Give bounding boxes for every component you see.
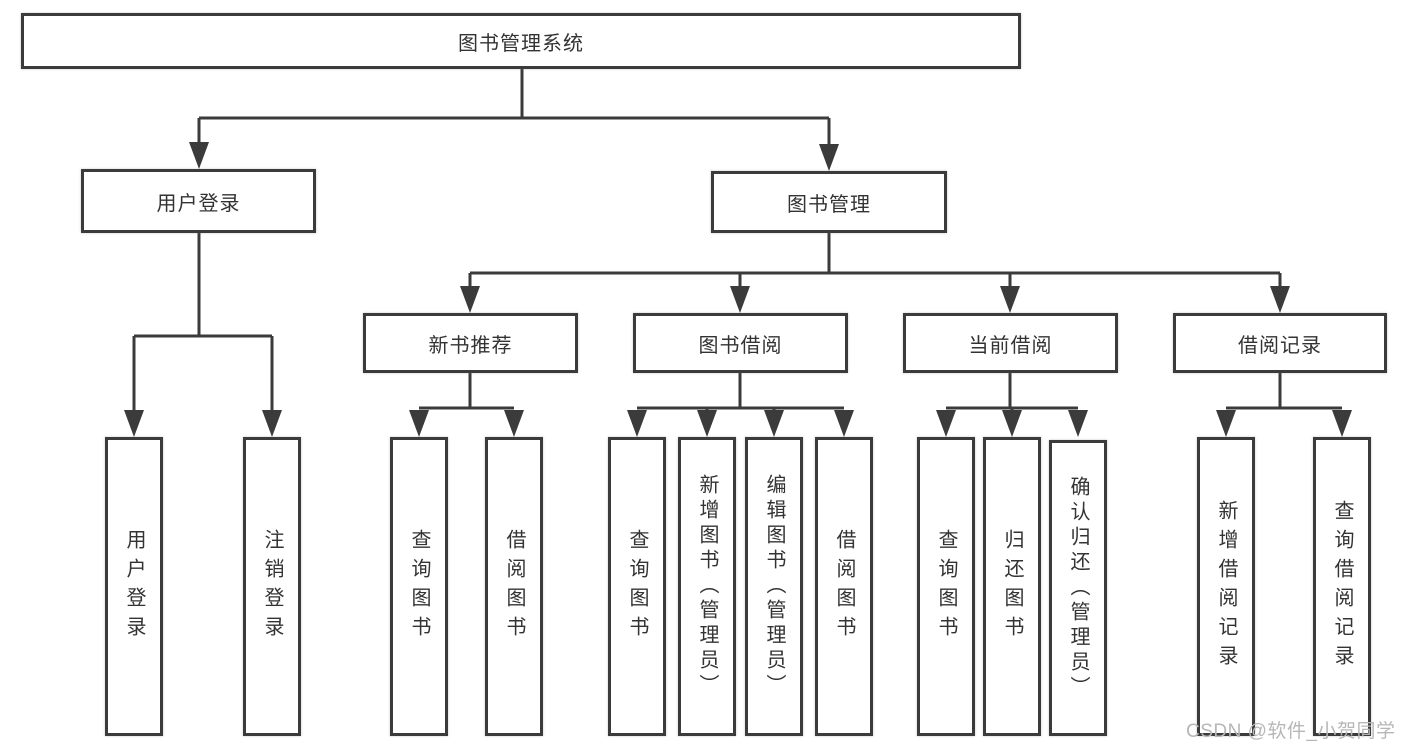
node-logout: 注销登录 xyxy=(243,437,301,736)
node-query-books-3: 查询图书 xyxy=(917,437,975,736)
arrowheads xyxy=(124,142,1352,437)
node-book-borrowing: 图书借阅 xyxy=(633,313,848,373)
node-query-books-2: 查询图书 xyxy=(608,437,666,736)
node-user-login-branch: 用户登录 xyxy=(81,169,316,233)
node-add-book-admin: 新增图书（管理员） xyxy=(678,437,736,736)
node-current-borrowing: 当前借阅 xyxy=(903,313,1118,373)
node-borrow-books-1: 借阅图书 xyxy=(485,437,543,736)
node-library-management-system: 图书管理系统 xyxy=(21,13,1021,69)
node-confirm-return-admin: 确认归还（管理员） xyxy=(1049,440,1107,736)
node-new-book-recommendation: 新书推荐 xyxy=(363,313,578,373)
csdn-watermark: CSDN @软件_小贺同学 xyxy=(1186,721,1396,742)
node-borrowing-records: 借阅记录 xyxy=(1173,313,1387,373)
node-edit-book-admin: 编辑图书（管理员） xyxy=(745,437,803,736)
node-return-books: 归还图书 xyxy=(983,437,1041,736)
node-query-borrow-record: 查询借阅记录 xyxy=(1313,437,1371,736)
node-query-books-1: 查询图书 xyxy=(390,437,448,736)
node-add-borrow-record: 新增借阅记录 xyxy=(1197,437,1255,736)
node-borrow-books-2: 借阅图书 xyxy=(815,437,873,736)
node-book-management-branch: 图书管理 xyxy=(711,171,947,233)
node-user-login-leaf: 用户登录 xyxy=(105,437,163,736)
